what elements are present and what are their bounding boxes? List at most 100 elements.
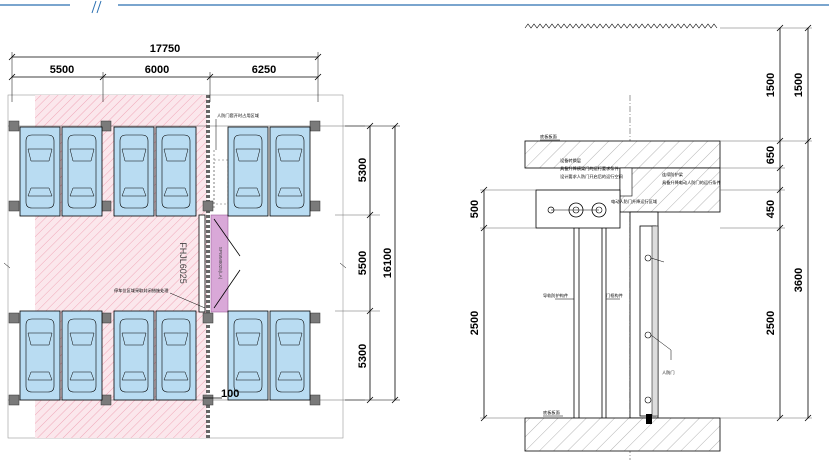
door-label-small: SPWM8025(LA) xyxy=(218,247,223,280)
dim-section-450: 450 xyxy=(765,200,777,218)
dim-section-500: 500 xyxy=(469,200,481,218)
blast-door: FHJL6025 SPWM8025(LA) xyxy=(178,214,241,313)
car-rear-window xyxy=(235,187,261,197)
section-view: 500 2500 1500 650 450 2500 1500 3600 底板板… xyxy=(469,23,812,460)
note-beam-a: 设备转换层 xyxy=(560,157,581,164)
car-rear-window xyxy=(277,187,303,197)
parking-stall xyxy=(227,310,269,401)
car-outline xyxy=(161,134,191,209)
car-windshield xyxy=(69,332,95,346)
section-left-dimensions: 500 2500 xyxy=(469,186,488,422)
car-outline xyxy=(25,318,55,393)
parking-row-upper xyxy=(19,126,311,217)
car-outline xyxy=(67,318,97,393)
parking-stall xyxy=(269,126,311,217)
car-windshield xyxy=(277,148,303,162)
parking-stall xyxy=(61,310,103,401)
note-right-b: 具备升降电动人防门的运行条件 xyxy=(662,179,721,186)
car-rear-window xyxy=(163,187,189,197)
note-guide-right: 门框构件 xyxy=(606,292,623,299)
parking-row-lower xyxy=(19,310,311,401)
car-outline xyxy=(67,134,97,209)
parking-stall xyxy=(61,126,103,217)
note-top-slab: 底板板面 xyxy=(540,133,557,140)
top-break-line xyxy=(524,23,718,29)
dim-bay-3: 6250 xyxy=(252,64,276,76)
top-dimensions: 17750 5500 6000 6250 xyxy=(8,43,322,102)
columns xyxy=(8,120,321,406)
car-windshield xyxy=(69,148,95,162)
note-door: 人防门 xyxy=(662,369,675,376)
car-windshield xyxy=(163,148,189,162)
note-beam-b: 具备升降横梁门的运行要求条件 xyxy=(560,165,619,172)
dim-section-650: 650 xyxy=(765,146,777,164)
door-hinges xyxy=(644,254,672,404)
car-rear-window xyxy=(277,371,303,381)
protective-beam xyxy=(619,167,721,213)
parking-stall xyxy=(19,126,61,217)
dim-row-1: 5300 xyxy=(357,158,369,182)
car-windshield xyxy=(235,148,261,162)
dim-bay-2: 6000 xyxy=(145,64,169,76)
section-notes: 底板板面 设备转换层 具备升降横梁门的运行要求条件 设计要求人防门开启后的运行空… xyxy=(540,133,721,417)
car-windshield xyxy=(121,332,147,346)
guide-rails xyxy=(573,228,607,418)
car-rear-window xyxy=(121,371,147,381)
dim-door-offset: 100 xyxy=(221,388,239,400)
dim-section-1500-inner: 1500 xyxy=(765,73,777,97)
parking-stall xyxy=(155,126,197,217)
car-outline xyxy=(233,134,263,209)
section-right-dimensions: 1500 650 450 2500 1500 3600 xyxy=(765,24,812,422)
car-windshield xyxy=(27,148,53,162)
note-lower: 停车位区域采取封闭措施处理 xyxy=(114,287,169,294)
car-outline xyxy=(161,318,191,393)
car-rear-window xyxy=(235,371,261,381)
dim-total-height: 16100 xyxy=(382,248,394,279)
car-rear-window xyxy=(163,371,189,381)
note-beam-c: 设计要求人防门开启后的运行空间 xyxy=(560,173,623,180)
top-slab xyxy=(524,140,721,169)
parking-stall xyxy=(19,310,61,401)
note-right-a: 连续防护梁 xyxy=(662,171,684,178)
dim-section-2500-right: 2500 xyxy=(765,311,777,335)
parking-stall xyxy=(113,310,155,401)
car-windshield xyxy=(235,332,261,346)
dim-section-3600: 3600 xyxy=(793,268,805,292)
door-sweep-zone xyxy=(210,214,229,313)
dim-row-3: 5300 xyxy=(357,344,369,368)
car-outline xyxy=(25,134,55,209)
dim-section-1500-outer: 1500 xyxy=(793,73,805,97)
plan-view: FHJL6025 SPWM8025(LA) 人防门套开时占用区域 停车位区域采取… xyxy=(3,43,400,439)
car-rear-window xyxy=(69,371,95,381)
car-outline xyxy=(275,134,305,209)
dim-section-2500-left: 2500 xyxy=(469,311,481,335)
dim-row-2: 5500 xyxy=(357,251,369,275)
parking-stall xyxy=(269,310,311,401)
note-guide-left: 导轨防护构件 xyxy=(543,292,568,299)
car-windshield xyxy=(163,332,189,346)
right-dimensions: 5300 5500 5300 16100 xyxy=(345,122,400,404)
parking-stall xyxy=(155,310,197,401)
parking-stall xyxy=(227,126,269,217)
car-rear-window xyxy=(69,187,95,197)
note-upper: 人防门套开时占用区域 xyxy=(217,112,260,119)
car-outline xyxy=(275,318,305,393)
car-windshield xyxy=(277,332,303,346)
door-label: FHJL6025 xyxy=(178,242,188,284)
car-rear-window xyxy=(121,187,147,197)
car-rear-window xyxy=(27,187,53,197)
bottom-slab xyxy=(524,417,721,452)
note-mid: 电动人防门升降运行区域 xyxy=(611,198,658,205)
dim-bay-1: 5500 xyxy=(50,64,74,76)
car-windshield xyxy=(121,148,147,162)
car-outline xyxy=(119,318,149,393)
header-rule xyxy=(0,0,829,14)
parking-stall xyxy=(113,126,155,217)
car-outline xyxy=(119,134,149,209)
car-outline xyxy=(233,318,263,393)
note-bottom-slab: 底板板面 xyxy=(543,409,560,416)
car-rear-window xyxy=(27,371,53,381)
dim-total-width: 17750 xyxy=(150,43,181,55)
car-windshield xyxy=(27,332,53,346)
